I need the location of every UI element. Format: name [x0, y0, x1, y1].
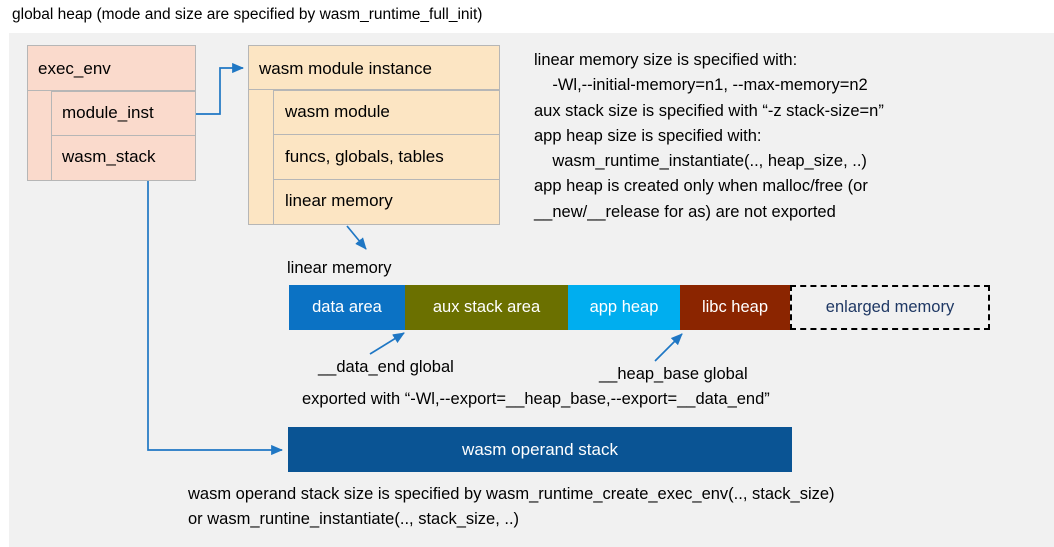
exec-env-title: exec_env [38, 59, 111, 78]
linear-memory-caption: linear memory [287, 259, 392, 277]
exec-env-field-module-inst [51, 91, 196, 136]
data-end-global-annotation: __data_end global [318, 358, 454, 376]
wasm-operand-stack-box: wasm operand stack [288, 427, 792, 472]
operand-stack-notes: wasm operand stack size is specified by … [188, 485, 835, 529]
module-inst-label: module_inst [62, 103, 154, 122]
memory-segment-libc-heap: libc heap [680, 285, 790, 330]
heap-base-global-annotation: __heap_base global [599, 365, 748, 383]
exported-with-annotation: exported with “-Wl,--export=__heap_base,… [302, 390, 770, 408]
module-instance-indent-column [248, 90, 274, 225]
memory-segment-app-heap: app heap [568, 285, 680, 330]
funcs-globals-tables-label: funcs, globals, tables [285, 147, 444, 166]
wasm-stack-label: wasm_stack [62, 147, 156, 166]
linear-memory-field-label: linear memory [285, 191, 393, 210]
module-instance-field-linear-memory [273, 179, 500, 225]
page-title: global heap (mode and size are specified… [12, 6, 483, 23]
memory-segment-enlarged-memory: enlarged memory [790, 285, 990, 330]
wasm-module-label: wasm module [285, 102, 390, 121]
exec-env-indent-column [27, 91, 52, 181]
memory-segment-data-area: data area [289, 285, 405, 330]
memory-configuration-notes: linear memory size is specified with: -W… [534, 51, 884, 221]
module-instance-header-cell [248, 45, 500, 90]
exec-env-header-cell [27, 45, 196, 91]
module-instance-title: wasm module instance [259, 59, 432, 78]
module-instance-field-wasm-module [273, 90, 500, 135]
linear-memory-strip: data area aux stack area app heap libc h… [289, 285, 990, 330]
memory-segment-aux-stack-area: aux stack area [405, 285, 568, 330]
wasm-operand-stack-label: wasm operand stack [462, 439, 618, 459]
exec-env-field-wasm-stack [51, 135, 196, 181]
